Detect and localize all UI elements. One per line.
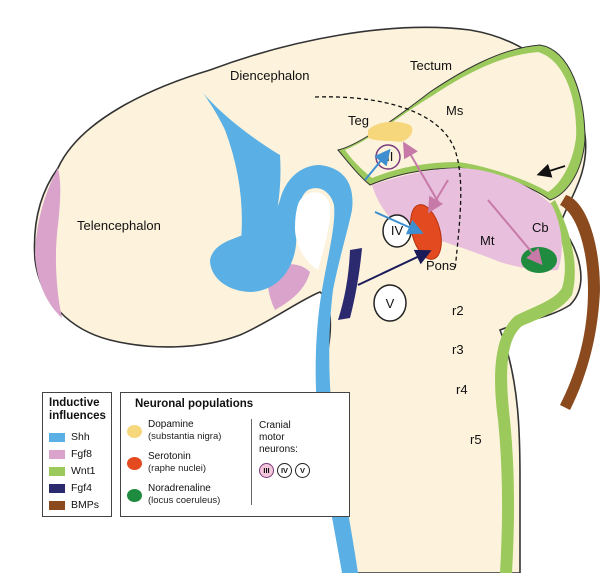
legend-item-label: Fgf4 bbox=[71, 482, 92, 494]
legend-dopamine-name: Dopamine bbox=[148, 419, 221, 431]
legend-cranial-line1: Cranial bbox=[259, 420, 298, 432]
label-cb: Cb bbox=[532, 220, 549, 235]
swatch-bmps bbox=[49, 501, 65, 510]
swatch-noradrenaline bbox=[127, 489, 142, 502]
legend-divider bbox=[251, 419, 252, 505]
legend-neuronal-populations: Neuronal populations Dopamine (substanti… bbox=[120, 392, 350, 517]
swatch-fgf4 bbox=[49, 484, 65, 493]
legend-item-shh: Shh bbox=[49, 431, 90, 443]
label-mt: Mt bbox=[480, 233, 495, 248]
label-diencephalon: Diencephalon bbox=[230, 68, 310, 83]
legend-cranial-line3: neurons: bbox=[259, 444, 298, 456]
swatch-serotonin bbox=[127, 457, 142, 470]
legend-noradrenaline-name: Noradrenaline bbox=[148, 483, 220, 495]
legend-item-fgf8: Fgf8 bbox=[49, 448, 92, 460]
label-r3: r3 bbox=[452, 342, 464, 357]
legend-item-fgf4: Fgf4 bbox=[49, 482, 92, 494]
legend-item-serotonin: Serotonin (raphe nuclei) bbox=[127, 451, 206, 475]
legend-item-label: BMPs bbox=[71, 499, 99, 511]
label-tectum: Tectum bbox=[410, 58, 452, 73]
legend-item-label: Wnt1 bbox=[71, 465, 96, 477]
legend-item-noradrenaline: Noradrenaline (locus coeruleus) bbox=[127, 483, 220, 507]
swatch-shh bbox=[49, 433, 65, 442]
cranial-v-icon: V bbox=[295, 463, 310, 478]
label-r4: r4 bbox=[456, 382, 468, 397]
legend-item-label: Shh bbox=[71, 431, 90, 443]
legend-serotonin-name: Serotonin bbox=[148, 451, 206, 463]
cranial-iv-icon: IV bbox=[277, 463, 292, 478]
legend-noradrenaline-sub: (locus coeruleus) bbox=[148, 495, 220, 507]
legend-inductive-influences: Inductive influences Shh Fgf8 Wnt1 Fgf4 … bbox=[42, 392, 112, 517]
legend-neuronal-title: Neuronal populations bbox=[135, 398, 253, 411]
label-r5: r5 bbox=[470, 432, 482, 447]
legend-item-label: Fgf8 bbox=[71, 448, 92, 460]
legend-cranial-icons: III IV V bbox=[259, 463, 313, 478]
swatch-fgf8 bbox=[49, 450, 65, 459]
nucleus-iv-label: IV bbox=[391, 223, 404, 238]
swatch-wnt1 bbox=[49, 467, 65, 476]
nucleus-v-label: V bbox=[386, 296, 395, 311]
legend-item-bmps: BMPs bbox=[49, 499, 99, 511]
label-teg: Teg bbox=[348, 113, 369, 128]
label-r2: r2 bbox=[452, 303, 464, 318]
legend-serotonin-sub: (raphe nuclei) bbox=[148, 463, 206, 475]
legend-cranial-line2: motor bbox=[259, 432, 298, 444]
label-pons: Pons bbox=[426, 258, 456, 273]
legend-item-dopamine: Dopamine (substantia nigra) bbox=[127, 419, 221, 443]
cranial-iii-icon: III bbox=[259, 463, 274, 478]
legend-dopamine-sub: (substantia nigra) bbox=[148, 431, 221, 443]
legend-inductive-title-2: influences bbox=[49, 410, 106, 423]
legend-inductive-title-1: Inductive bbox=[49, 397, 106, 410]
label-telencephalon: Telencephalon bbox=[77, 218, 161, 233]
swatch-dopamine bbox=[127, 425, 142, 438]
legend-item-wnt1: Wnt1 bbox=[49, 465, 96, 477]
label-ms: Ms bbox=[446, 103, 464, 118]
